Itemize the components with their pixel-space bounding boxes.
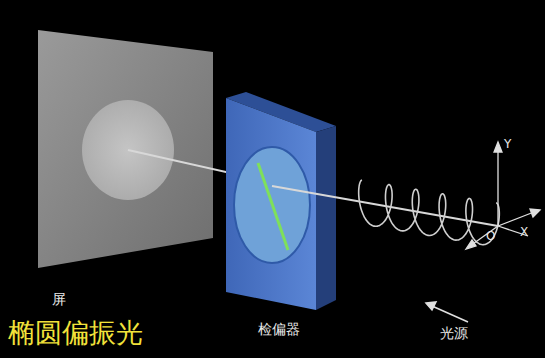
screen-label: 屏 xyxy=(52,292,66,307)
axes xyxy=(466,142,540,249)
polarizer xyxy=(226,98,316,310)
polarizer-side xyxy=(316,126,336,310)
polarizer-label: 检偏器 xyxy=(258,322,300,337)
transmission-axis xyxy=(258,163,288,250)
screen xyxy=(38,30,213,268)
elliptical-helix xyxy=(359,180,500,245)
axis-label: O xyxy=(486,230,495,243)
axis-label: Y xyxy=(504,138,511,151)
source-label: 光源 xyxy=(440,326,468,341)
axis-label: X xyxy=(520,226,528,239)
direction-arrow xyxy=(426,302,468,322)
polarizer-window xyxy=(234,147,310,263)
caption: 椭圆偏振光 xyxy=(8,318,143,348)
